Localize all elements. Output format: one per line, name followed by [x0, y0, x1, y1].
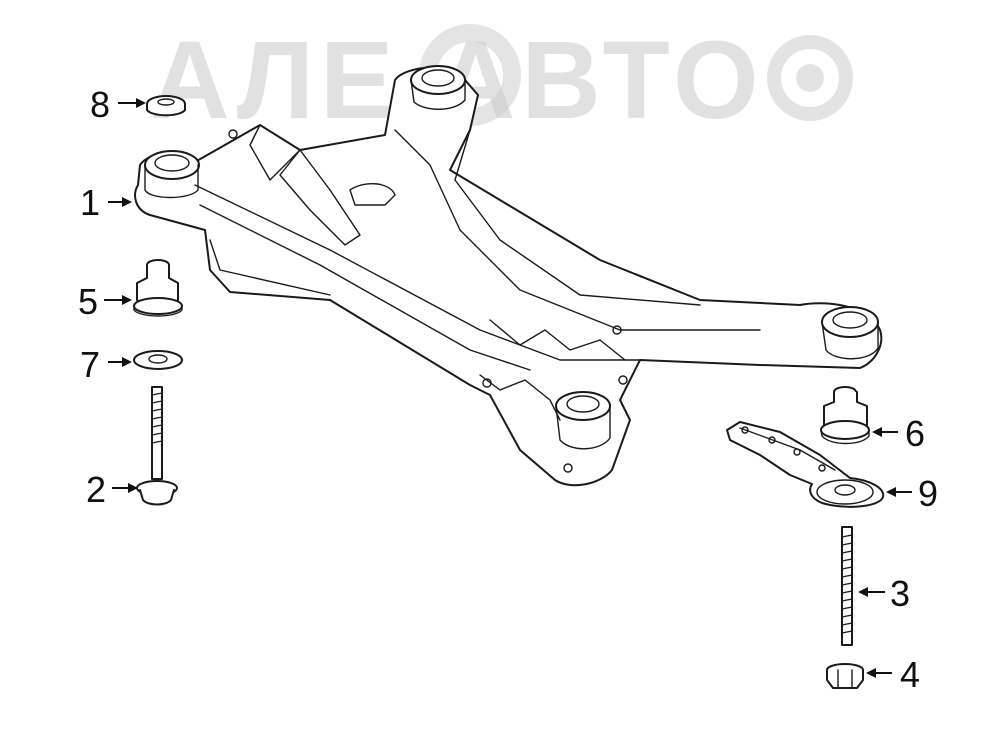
callout-6: 6 [905, 413, 925, 454]
callout-1: 1 [80, 182, 100, 223]
callout-3: 3 [890, 573, 910, 614]
part-9-bracket [726, 421, 885, 508]
watermark-logo: АЛЕ АВТО [150, 19, 853, 142]
callout-9: 9 [918, 473, 938, 514]
callout-5: 5 [78, 281, 98, 322]
callout-arrows [104, 98, 912, 678]
part-6-mount-bushing [820, 386, 870, 445]
callout-2: 2 [86, 469, 106, 510]
part-5-mount-bushing [133, 259, 183, 317]
callout-4: 4 [900, 654, 920, 695]
callout-8: 8 [90, 84, 110, 125]
callout-7: 7 [80, 344, 100, 385]
rear-subframe [134, 65, 883, 487]
part-4-nut [826, 663, 864, 689]
part-7-washer [133, 350, 183, 370]
part-2-bolt [136, 386, 178, 506]
part-3-stud [841, 526, 853, 646]
part-8-bushing [146, 95, 186, 117]
